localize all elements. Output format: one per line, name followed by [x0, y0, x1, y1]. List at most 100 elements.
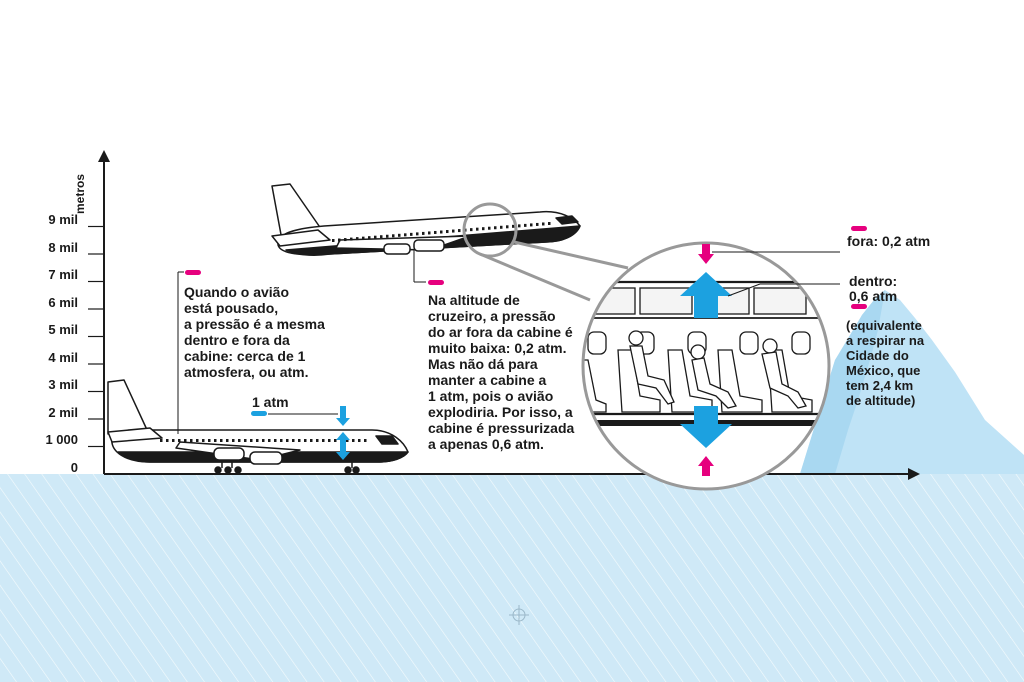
airplane-window [208, 439, 211, 442]
airplane-window [482, 227, 485, 231]
landed-airplane [107, 379, 409, 474]
airplane-window [476, 227, 479, 231]
y-tick-label: 5 mil [48, 322, 78, 337]
airplane-window [172, 439, 175, 442]
airplane-window [332, 239, 335, 242]
inside-callout-line [727, 283, 761, 297]
ground-note: Quando o avião está pousado, a pressão é… [184, 284, 325, 380]
airplane-window [184, 439, 187, 442]
airplane-window [274, 439, 277, 442]
airplane-window [160, 439, 163, 442]
equivalence-note: (equivalente a respirar na Cidade do Méx… [846, 318, 925, 408]
y-tick-label: 3 mil [48, 377, 78, 392]
airplane-window [440, 230, 443, 234]
flying-airplane-windows [332, 222, 551, 242]
airplane-window [386, 234, 389, 238]
airplane-window [364, 439, 367, 442]
airplane-window [328, 439, 331, 442]
airplane-window [352, 439, 355, 442]
airplane-window [392, 234, 395, 238]
airplane-window [542, 222, 545, 226]
airplane-window [346, 439, 349, 442]
airplane-window [338, 238, 341, 242]
y-axis-arrow [98, 150, 110, 162]
airplane-window [268, 439, 271, 442]
landed-airplane-windows [160, 439, 367, 442]
cruise-note: Na altitude de cruzeiro, a pressão do ar… [428, 292, 575, 452]
airplane-window [316, 439, 319, 442]
mountain-shading [800, 290, 885, 474]
airplane-window [358, 439, 361, 442]
ground-pressure-label: 1 atm [252, 394, 289, 410]
airplane-window [368, 236, 371, 240]
airplane-window [304, 439, 307, 442]
y-tick-label: 9 mil [48, 212, 78, 227]
airplane-window [518, 224, 521, 228]
y-tick-label: 7 mil [48, 267, 78, 282]
airplane-window [250, 439, 253, 442]
y-tick-label: 1 000 [45, 432, 78, 447]
airplane-window [488, 226, 491, 230]
airplane-window [196, 439, 199, 442]
cruise-note-marker [428, 280, 444, 285]
airplane-window [178, 439, 181, 442]
zoom-source-circle [462, 202, 518, 258]
airplane-window [310, 439, 313, 442]
outside-label-marker [851, 226, 867, 231]
airplane-window [356, 237, 359, 241]
airplane-window [220, 439, 223, 442]
inside-label: dentro: [849, 273, 898, 289]
airplane-window [344, 238, 347, 242]
airplane-window [262, 439, 265, 442]
airplane-window [334, 439, 337, 442]
airplane-window [286, 439, 289, 442]
cabin-pressure-arrow-down [680, 406, 732, 448]
y-axis-ticks [88, 225, 104, 448]
airplane-window [202, 439, 205, 442]
ground-pressure-arrow-up [336, 432, 350, 460]
airplane-window [362, 236, 365, 240]
crosshair-icon [509, 605, 529, 625]
y-axis-label: metros [73, 173, 87, 214]
airplane-window [434, 230, 437, 234]
airplane-window [214, 439, 217, 442]
airplane-window [374, 235, 377, 239]
zoom-connector-top [513, 240, 629, 270]
ground-note-marker [185, 270, 201, 275]
airplane-window [410, 232, 413, 236]
airplane-window [350, 237, 353, 241]
airplane-window [322, 439, 325, 442]
airplane-window [428, 231, 431, 235]
airplane-window [298, 439, 301, 442]
airplane-window [416, 232, 419, 236]
airplane-window [280, 439, 283, 442]
airplane-window [244, 439, 247, 442]
y-tick-label: 0 [70, 460, 78, 475]
ground-pressure-marker [251, 411, 267, 416]
y-tick-label: 4 mil [48, 350, 78, 365]
outside-pressure-arrow-top [698, 244, 714, 264]
airplane-window [470, 228, 473, 232]
y-tick-label: 2 mil [48, 405, 78, 420]
flying-airplane [271, 183, 581, 256]
airplane-window [458, 229, 461, 233]
airplane-window [494, 226, 497, 230]
cabin-pressure-arrow-up [680, 272, 732, 318]
outside-pressure-label: fora: 0,2 atm [847, 233, 931, 249]
airplane-window [506, 225, 509, 229]
airplane-window [422, 231, 425, 235]
airplane-window [166, 439, 169, 442]
airplane-window [548, 222, 551, 225]
airplane-window [380, 235, 383, 239]
airplane-window [500, 225, 503, 229]
airplane-window [292, 439, 295, 442]
inside-label-marker [851, 304, 867, 309]
y-tick-label: 6 mil [48, 295, 78, 310]
airplane-window [232, 439, 235, 442]
airplane-window [536, 222, 539, 226]
airplane-window [524, 223, 527, 227]
airplane-window [452, 229, 455, 233]
airplane-window [190, 439, 193, 442]
airplane-window [530, 223, 533, 227]
